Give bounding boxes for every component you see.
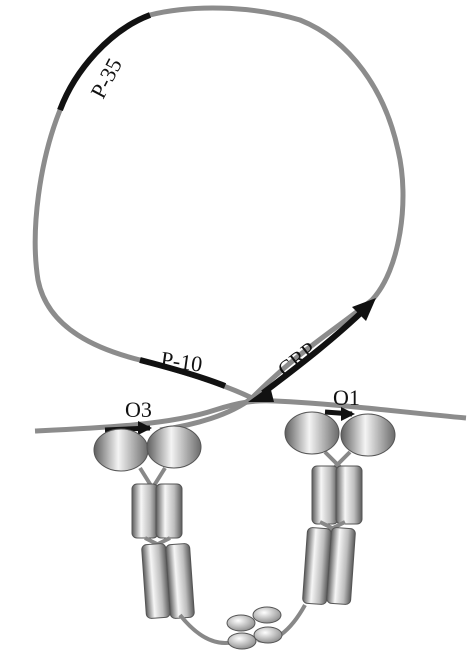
protein-body-right-2b — [326, 527, 356, 605]
small-subunit-2 — [252, 606, 282, 624]
protein-body-left-2b — [165, 543, 195, 619]
crp-arrowhead-lower — [248, 386, 274, 402]
protein-body-left-1a — [131, 483, 159, 539]
dna-loop — [32, 5, 406, 401]
label-o1: O1 — [333, 385, 360, 410]
label-p10: P-10 — [159, 346, 204, 377]
protein-bottom-domain — [178, 604, 307, 650]
small-subunit-3 — [227, 632, 257, 650]
protein-head-right-a — [284, 411, 340, 455]
dna-strand — [34, 398, 467, 434]
protein-head-right-b — [340, 413, 396, 457]
p35-segment — [57, 12, 152, 112]
small-subunit-1 — [226, 614, 256, 632]
protein-body-left-1b — [155, 483, 183, 539]
p10-segment — [139, 357, 227, 389]
crp-arrowhead-upper — [352, 298, 376, 321]
o1-arrowhead — [341, 407, 355, 421]
o3-arrowhead — [138, 421, 152, 435]
label-o3: O3 — [125, 397, 152, 422]
small-subunit-4 — [253, 626, 283, 644]
protein-left-arm — [93, 425, 202, 619]
protein-body-right-1b — [335, 465, 363, 525]
protein-right-arm — [284, 411, 396, 605]
crp-arrow-shaft — [261, 305, 369, 396]
protein-head-left-b — [146, 425, 202, 469]
protein-body-right-1a — [311, 465, 339, 525]
protein-head-left-a — [93, 428, 149, 472]
